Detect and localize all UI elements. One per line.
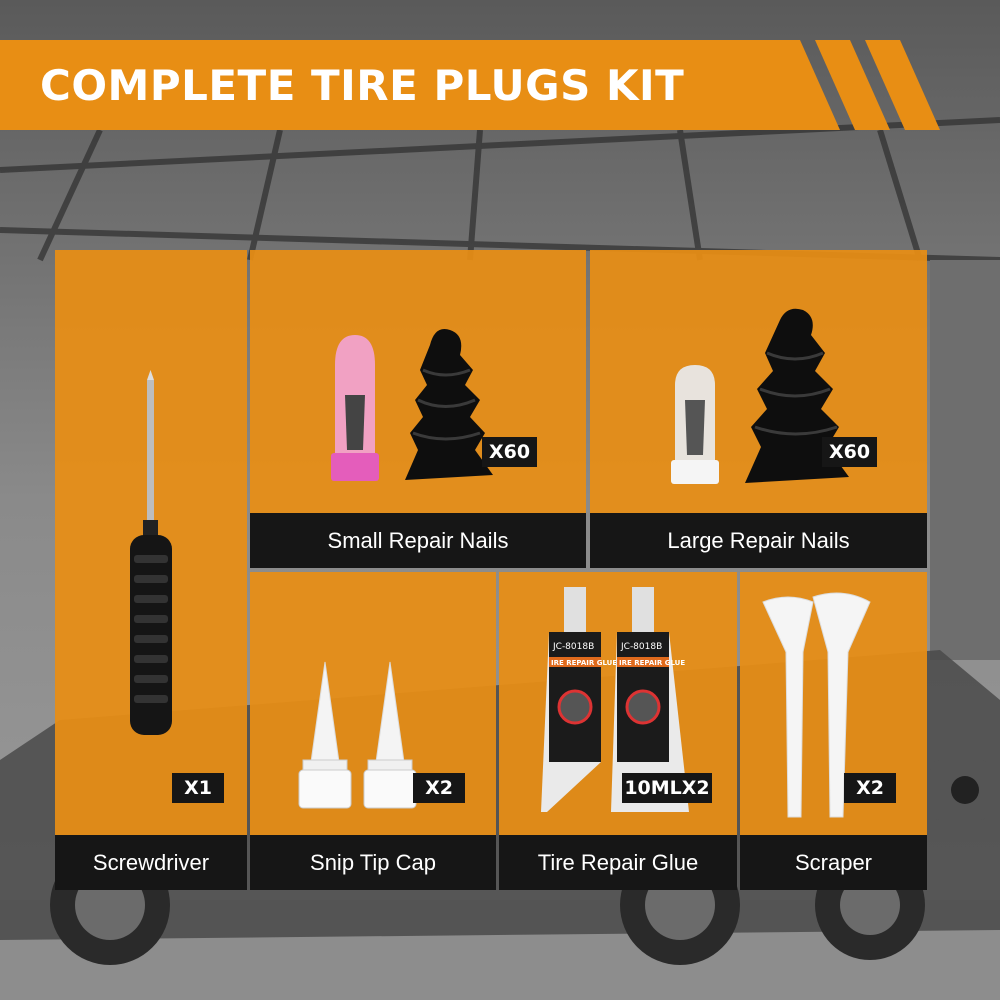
tube-code-text: JC-8018B <box>552 642 594 652</box>
scraper-image <box>762 592 871 818</box>
quantity-badge: X2 <box>413 773 465 803</box>
small-repair-nail-image <box>331 329 493 481</box>
item-panel-scraper: X2 Scraper <box>740 572 927 890</box>
quantity-badge: X2 <box>844 773 896 803</box>
tube-code-text: JC-8018B <box>620 642 662 652</box>
tube-brand-text: IRE REPAIR GLUE <box>551 659 617 667</box>
quantity-badge: X1 <box>172 773 224 803</box>
item-label: Screwdriver <box>55 835 247 890</box>
item-label: Large Repair Nails <box>590 513 927 568</box>
quantity-badge: 10MLX2 <box>622 773 712 803</box>
snip-tip-cap-image <box>298 661 417 809</box>
item-label: Snip Tip Cap <box>250 835 496 890</box>
item-label: Small Repair Nails <box>250 513 586 568</box>
item-panel-tire-repair-glue: JC-8018B IRE REPAIR GLUE JC-8018B IRE RE… <box>499 572 737 890</box>
item-panel-snip-tip-cap: X2 Snip Tip Cap <box>250 572 496 890</box>
item-panel-large-repair-nails: X60 Large Repair Nails <box>590 250 927 568</box>
banner-title: COMPLETE TIRE PLUGS KIT <box>40 61 685 110</box>
item-panel-small-repair-nails: X60 Small Repair Nails <box>250 250 586 568</box>
quantity-badge: X60 <box>822 437 877 467</box>
tire-repair-glue-image: JC-8018B IRE REPAIR GLUE JC-8018B IRE RE… <box>541 587 689 812</box>
item-label: Scraper <box>740 835 927 890</box>
quantity-badge: X60 <box>482 437 537 467</box>
title-banner <box>0 40 940 130</box>
item-panel-screwdriver: X1 Screwdriver <box>55 250 247 890</box>
screwdriver-image <box>130 370 172 735</box>
tube-brand-text: IRE REPAIR GLUE <box>619 659 685 667</box>
item-label: Tire Repair Glue <box>499 835 737 890</box>
